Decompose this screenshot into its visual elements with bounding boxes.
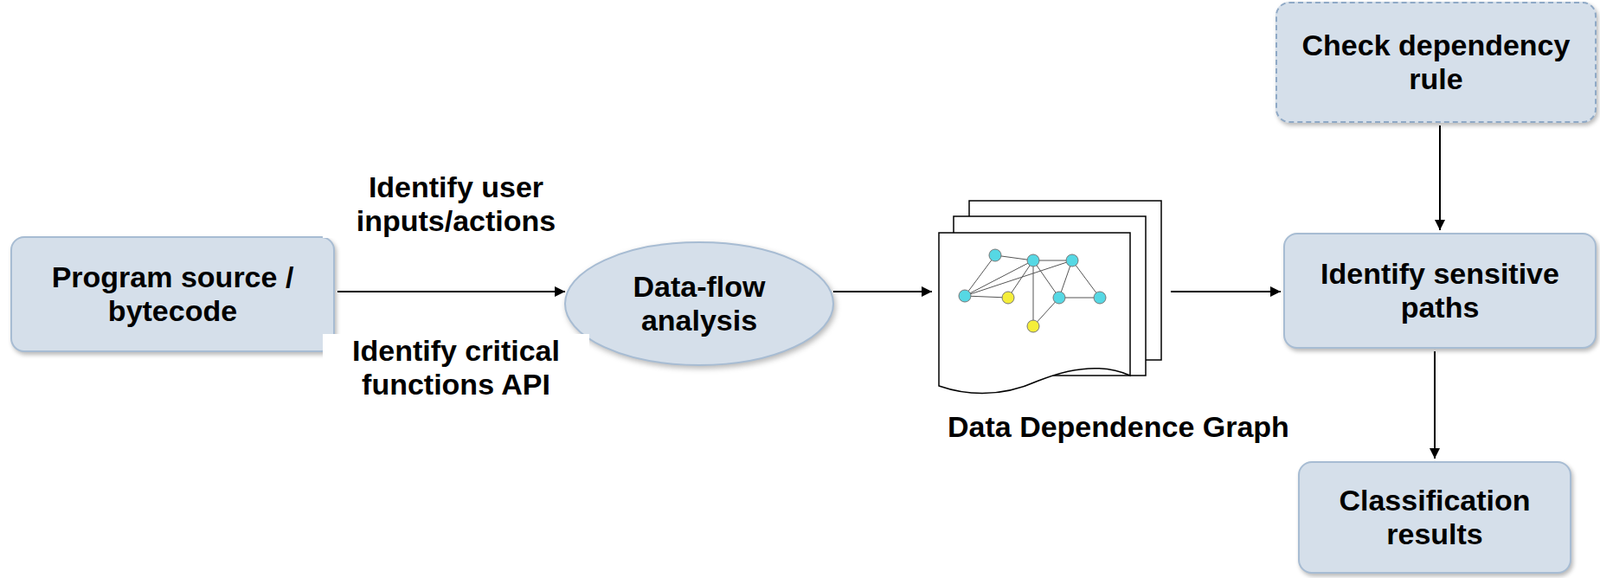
node-text: Check dependency rule xyxy=(1288,28,1584,97)
node-text: Data-flow analysis xyxy=(599,269,799,338)
arrow-connector xyxy=(1433,351,1436,459)
document-stack: Data Dependence Graph xyxy=(934,197,1169,399)
arrow-connector xyxy=(337,290,566,293)
figure-caption: Data Dependence Graph xyxy=(947,410,1156,444)
result-box: Classification results xyxy=(1297,461,1572,574)
arrow-connector xyxy=(1170,290,1281,293)
graph-document-illustration xyxy=(934,197,1169,399)
rule-box: Check dependency rule xyxy=(1275,1,1597,123)
node-text: Classification results xyxy=(1310,483,1559,552)
node-text: Program source / bytecode xyxy=(23,260,322,328)
arrow-connector xyxy=(833,290,932,293)
process-box: Program source / bytecode xyxy=(10,236,335,353)
annotation: Identify critical functions API xyxy=(322,334,590,402)
arrow-connector xyxy=(1439,125,1441,231)
edge-label: Identify user inputs/actions xyxy=(322,170,590,238)
process-box: Identify sensitive paths xyxy=(1283,232,1597,349)
node-text: Identify sensitive paths xyxy=(1296,257,1584,325)
process-ellipse: Data-flow analysis xyxy=(563,240,836,367)
